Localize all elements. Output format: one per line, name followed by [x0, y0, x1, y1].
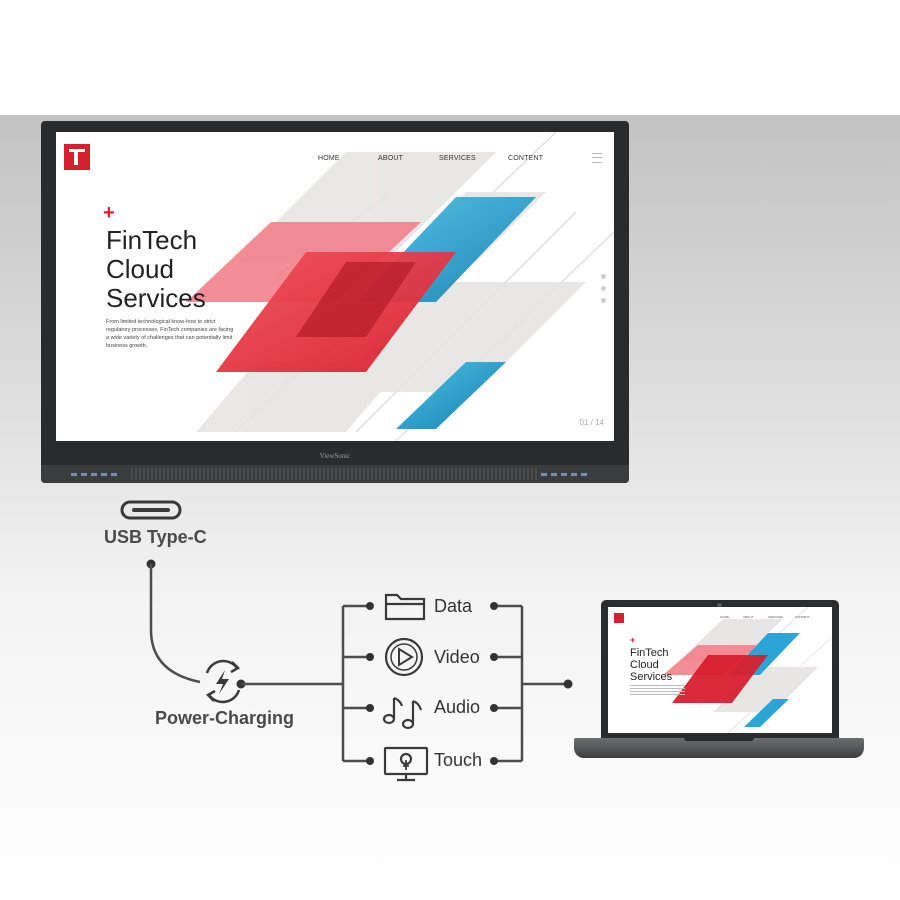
laptop-site-body-text	[630, 685, 685, 695]
play-icon	[384, 637, 424, 677]
nav-services[interactable]: SERVICES	[439, 155, 476, 162]
laptop-nav-home[interactable]: HOME	[720, 615, 729, 619]
headline-line-3: Services	[106, 283, 206, 313]
nav-about[interactable]: ABOUT	[378, 155, 404, 162]
laptop-screen: HOME ABOUT SERVICES CONTENT + FinTech Cl…	[608, 607, 832, 733]
laptop-headline-line-1: FinTech	[630, 647, 669, 659]
laptop-site-headline: FinTech Cloud Services	[630, 647, 690, 683]
usb-type-c-label: USB Type-C	[104, 527, 207, 547]
touch-monitor-icon	[383, 746, 429, 782]
nav-home[interactable]: HOME	[318, 155, 340, 162]
laptop-base	[574, 738, 864, 758]
front-ports-left	[71, 470, 129, 478]
signal-audio-label: Audio	[434, 697, 481, 717]
webcam	[717, 603, 722, 607]
slide-dots[interactable]	[601, 274, 606, 303]
laptop-nav-content[interactable]: CONTENT	[795, 615, 810, 619]
menu-icon[interactable]	[592, 153, 602, 163]
laptop-plus-icon: +	[630, 635, 636, 645]
laptop-site-logo[interactable]	[614, 613, 624, 623]
website-mockup: HOME ABOUT SERVICES CONTENT + FinTech Cl…	[56, 132, 614, 441]
brand-logo: ViewSonic	[319, 452, 351, 460]
laptop-lid: HOME ABOUT SERVICES CONTENT + FinTech Cl…	[601, 600, 839, 738]
folder-icon	[384, 593, 426, 621]
abstract-artwork	[186, 132, 614, 441]
charging-cycle-icon	[205, 659, 241, 704]
laptop-abstract-artwork	[663, 607, 832, 733]
front-ports-right	[541, 470, 599, 478]
nav-content[interactable]: CONTENT	[508, 155, 544, 162]
site-body-text: From limited technological know-how to s…	[106, 319, 234, 349]
slide-pager: 01 / 14	[579, 418, 604, 427]
power-charging-label: Power-Charging	[155, 708, 295, 728]
laptop-nav-services[interactable]: SERVICES	[768, 615, 784, 619]
usb-c-port-icon	[120, 500, 182, 520]
display-screen: HOME ABOUT SERVICES CONTENT + FinTech Cl…	[56, 132, 614, 441]
headline-line-1: FinTech	[106, 225, 198, 255]
headline-line-2: Cloud	[106, 254, 174, 284]
site-headline: FinTech Cloud Services	[106, 226, 256, 313]
laptop-headline-line-2: Cloud	[630, 659, 659, 671]
plus-icon: +	[103, 202, 115, 224]
speaker-grille	[131, 468, 539, 480]
signal-video-label: Video	[434, 647, 480, 667]
signal-touch-label: Touch	[434, 750, 483, 770]
speaker-bar	[41, 465, 629, 483]
laptop-website-mockup: HOME ABOUT SERVICES CONTENT + FinTech Cl…	[608, 607, 832, 733]
laptop-nav-about[interactable]: ABOUT	[743, 615, 754, 619]
music-note-icon	[382, 696, 423, 730]
site-logo[interactable]	[64, 144, 90, 170]
signal-data-label: Data	[434, 596, 473, 616]
laptop-headline-line-3: Services	[630, 671, 673, 683]
interactive-display: HOME ABOUT SERVICES CONTENT + FinTech Cl…	[41, 121, 629, 483]
